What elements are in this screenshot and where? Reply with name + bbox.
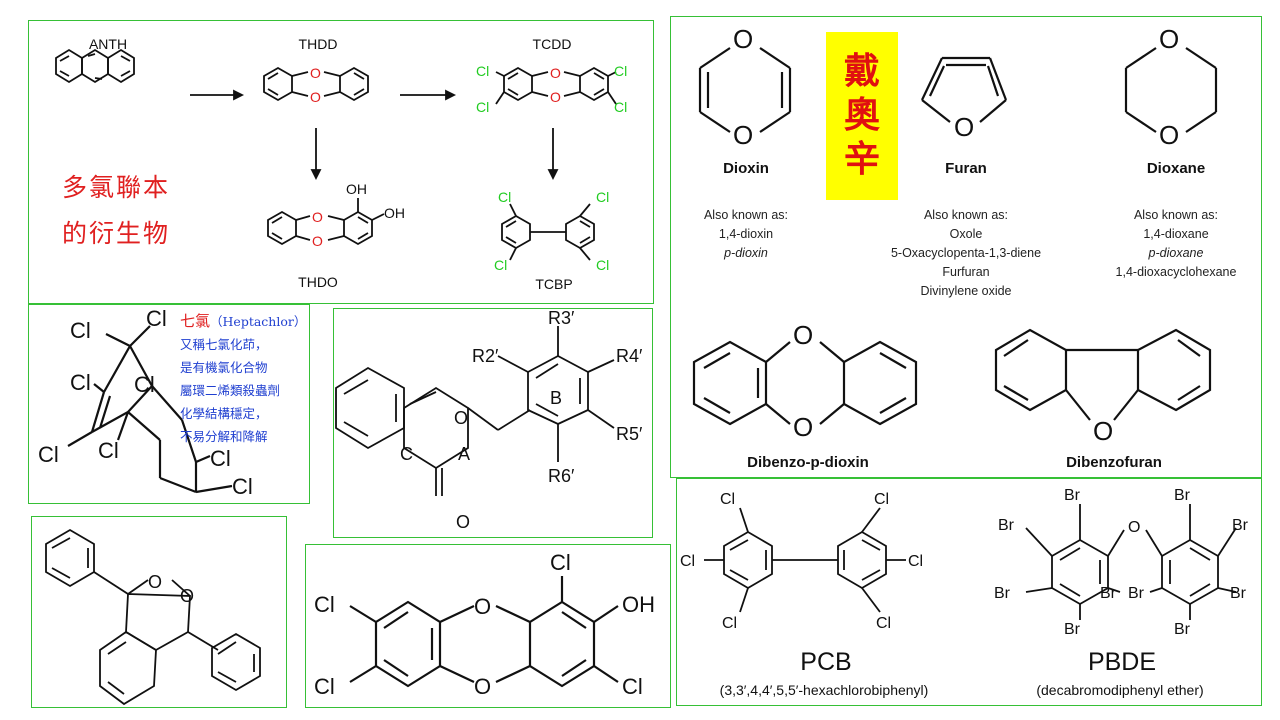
diphenyl-dioxine-panel bbox=[31, 516, 287, 708]
dibenzofuran-label: Dibenzofuran bbox=[1066, 454, 1162, 471]
pcb-label: PCB bbox=[800, 648, 852, 676]
pcb-pbde-panel bbox=[676, 478, 1262, 706]
furan-aka-line: Divinylene oxide bbox=[920, 284, 1012, 298]
dioxin-cjk-title: 戴 奧 辛 bbox=[826, 32, 898, 200]
dioxin-aka-line: 1,4-dioxin bbox=[718, 227, 774, 241]
dioxane-aka-line: p-dioxane bbox=[1148, 246, 1204, 260]
dioxin-cjk-char-2: 奧 bbox=[843, 95, 880, 136]
hydroxy-tcdd-panel bbox=[305, 544, 671, 708]
tcdd-label: TCDD bbox=[532, 36, 572, 52]
heptachlor-line: 屬環二烯類殺蟲劑 bbox=[180, 383, 281, 398]
dioxin-cjk-char-1: 戴 bbox=[843, 51, 880, 92]
anth-label: ANTH bbox=[88, 36, 128, 52]
furan-aka-line: Also known as: bbox=[923, 208, 1009, 222]
dioxin-aka-line: p-dioxin bbox=[724, 246, 768, 260]
furan-label: Furan bbox=[945, 160, 987, 177]
dibenzo-dioxin-label: Dibenzo-p-dioxin bbox=[747, 454, 869, 471]
dioxane-aka: Also known as: 1,4-dioxane p-dioxane 1,4… bbox=[1056, 206, 1280, 282]
heptachlor-line: 化學結構穩定， bbox=[180, 406, 268, 421]
pbde-fullname: (decabromodiphenyl ether) bbox=[1036, 682, 1204, 698]
dioxane-aka-line: 1,4-dioxacyclohexane bbox=[1115, 265, 1237, 279]
dioxin-cjk-char-3: 辛 bbox=[843, 139, 880, 180]
heptachlor-line: 是有機氯化合物 bbox=[180, 360, 268, 375]
dioxane-aka-line: 1,4-dioxane bbox=[1143, 227, 1209, 241]
heptachlor-line: 又稱七氯化茚， bbox=[180, 337, 268, 352]
pcb-fullname: (3,3′,4,4′,5,5′-hexachlorobiphenyl) bbox=[719, 682, 929, 698]
dioxane-aka-line: Also known as: bbox=[1133, 208, 1219, 222]
furan-aka-line: 5-Oxacyclopenta-1,3-diene bbox=[890, 246, 1042, 260]
heptachlor-title-latin: （Heptachlor） bbox=[210, 314, 307, 329]
dioxin-aka-line: Also known as: bbox=[703, 208, 789, 222]
dioxin-aka: Also known as: 1,4-dioxin p-dioxin bbox=[626, 206, 866, 263]
furan-aka-line: Oxole bbox=[949, 227, 983, 241]
dioxin-label: Dioxin bbox=[723, 160, 769, 177]
furan-aka: Also known as: Oxole 5-Oxacyclopenta-1,3… bbox=[846, 206, 1086, 301]
tcbp-label: TCBP bbox=[535, 276, 573, 292]
heptachlor-description: 七氯（Heptachlor） 又稱七氯化茚， 是有機氯化合物 屬環二烯類殺蟲劑 … bbox=[180, 310, 306, 448]
heptachlor-title-cjk: 七氯 bbox=[180, 312, 211, 330]
heptachlor-line: 不易分解和降解 bbox=[180, 429, 268, 444]
furan-aka-line: Furfuran bbox=[942, 265, 990, 279]
dioxane-label: Dioxane bbox=[1146, 160, 1206, 177]
derivatives-title-line2: 的衍生物 bbox=[62, 219, 171, 248]
pbde-label: PBDE bbox=[1087, 648, 1157, 676]
thdo-label: THDO bbox=[298, 274, 338, 290]
thdd-label: THDD bbox=[298, 36, 338, 52]
derivatives-panel bbox=[28, 20, 654, 304]
flavone-panel bbox=[333, 308, 653, 538]
derivatives-title-line1: 多氯聯本 bbox=[62, 173, 171, 202]
